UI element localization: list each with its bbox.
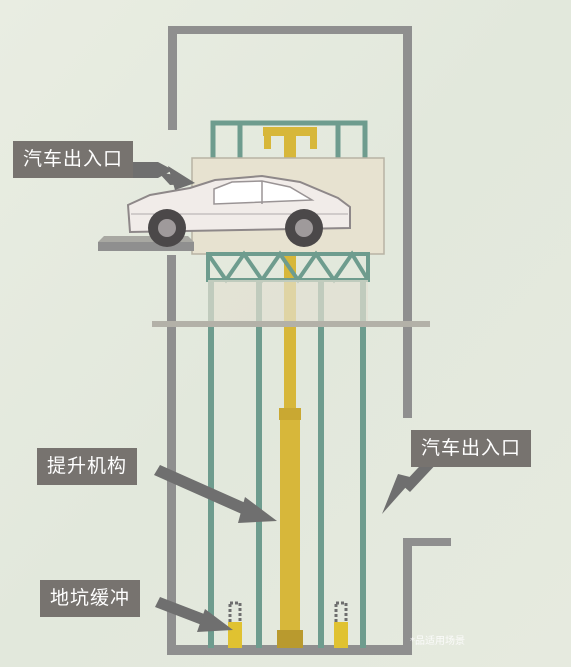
label-lifting-mechanism: 提升机构	[37, 448, 138, 485]
arrow-car-entrance-top	[132, 162, 195, 190]
label-pit-buffer: 地坑缓冲	[40, 580, 141, 617]
arrow-lifting-mechanism	[154, 465, 277, 523]
pit-buffer-left	[228, 601, 242, 648]
label-car-entrance-top: 汽车出入口	[13, 141, 134, 178]
platform-skirt	[208, 280, 368, 322]
car	[126, 174, 351, 247]
pit-buffer-right	[334, 601, 348, 648]
guide-rails	[208, 280, 366, 648]
label-car-entrance-right: 汽车出入口	[411, 430, 532, 467]
floor-crossbar	[152, 321, 430, 327]
watermark-text: *品适用场景	[410, 636, 465, 647]
arrow-pit-buffer	[155, 597, 233, 632]
shaft-walls	[167, 26, 451, 655]
